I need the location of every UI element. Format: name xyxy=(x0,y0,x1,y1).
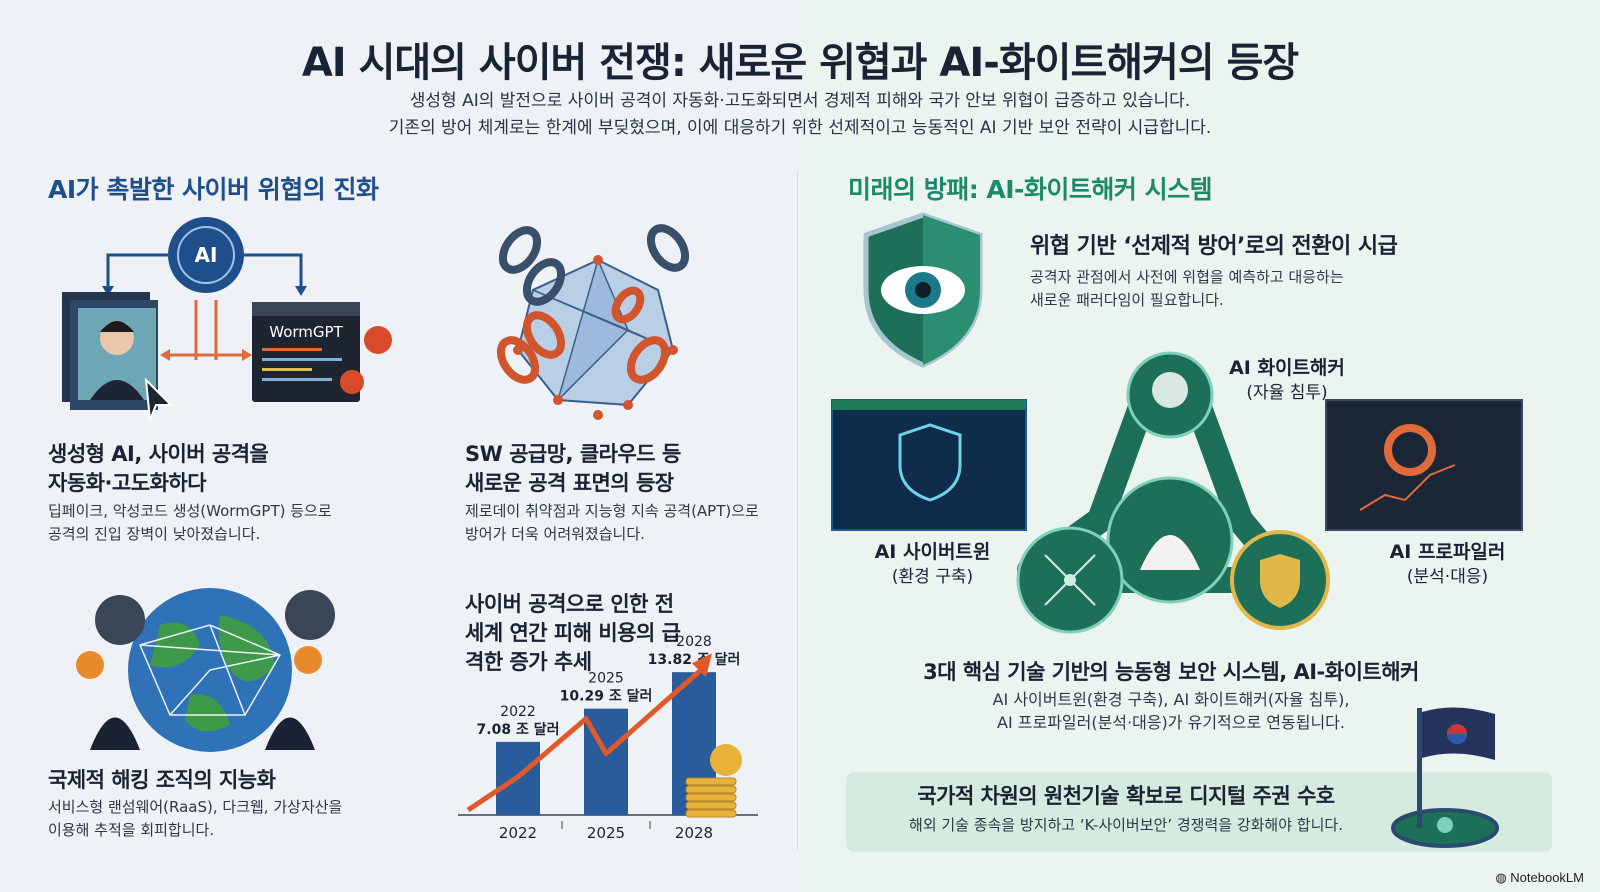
coin-stack-icon xyxy=(685,777,737,786)
cyber-twin-screen xyxy=(831,399,1027,531)
page-subtitle: 생성형 AI의 발전으로 사이버 공격이 자동화·고도화되면서 경제적 피해와 … xyxy=(0,88,1600,142)
hacker-icon xyxy=(90,717,140,750)
shield-lock-icon xyxy=(1260,554,1300,608)
block2-title-line-2: 새로운 공격 표면의 등장 xyxy=(465,471,674,495)
chart-data-label-2028: 13.82 조 달러 xyxy=(648,652,741,668)
section-divider xyxy=(797,170,798,850)
block1-title-line-2: 자동화·고도화하다 xyxy=(48,471,207,495)
chart-title: 사이버 공격으로 인한 전 세계 연간 피해 비용의 급격한 증가 추세 xyxy=(465,592,681,674)
whitehacker-label-sub: (자율 침투) xyxy=(1246,383,1328,403)
subtitle-line-1: 생성형 AI의 발전으로 사이버 공격이 자동화·고도화되면서 경제적 피해와 … xyxy=(409,91,1191,111)
ai-whitehacker-system-diagram xyxy=(831,351,1523,634)
coin-stack-icon xyxy=(685,785,737,794)
shield-desc-line-1: 공격자 관점에서 사전에 위협을 예측하고 대응하는 xyxy=(1030,268,1344,286)
left-section-heading: AI가 촉발한 사이버 위협의 진화 xyxy=(48,175,379,204)
virus-icon xyxy=(364,326,392,354)
block2-desc-line-1: 제로데이 취약점과 지능형 지속 공격(APT)으로 xyxy=(465,502,759,520)
global-hacker-network-illustration xyxy=(76,588,335,752)
coin-stack-icon xyxy=(685,793,737,802)
notebooklm-icon: ◍ xyxy=(1495,870,1511,885)
shield-desc-line-2: 새로운 패러다임이 필요합니다. xyxy=(1030,291,1224,309)
profiler-label: AI 프로파일러 (분석·대응) xyxy=(1365,540,1530,590)
block1-desc-line-1: 딥페이크, 악성코드 생성(WormGPT) 등으로 xyxy=(48,502,332,520)
korea-flag-icon xyxy=(1391,707,1499,848)
whitehacker-label: AI 화이트해커 (자율 침투) xyxy=(1222,356,1352,406)
chart-year-label-2028: 2028 xyxy=(676,634,712,650)
chart-tick-2025: 2025 xyxy=(587,824,625,842)
broken-chain-icon xyxy=(496,224,690,420)
sovereignty-description: 해외 기술 종속을 방지하고 ‘K-사이버보안’ 경쟁력을 강화해야 합니다. xyxy=(909,816,1343,834)
hacker-avatar-icon xyxy=(95,595,145,645)
block2-description: 제로데이 취약점과 지능형 지속 공격(APT)으로 방어가 더욱 어려워졌습니… xyxy=(465,500,759,546)
page-title: AI 시대의 사이버 전쟁: 새로운 위협과 AI-화이트해커의 등장 xyxy=(301,40,1299,86)
chart-data-label-2022: 7.08 조 달러 xyxy=(477,722,560,738)
bitcoin-icon xyxy=(76,651,104,679)
chart-tick-2028: 2028 xyxy=(675,824,713,842)
block1-title-line-1: 생성형 AI, 사이버 공격을 xyxy=(48,442,269,466)
cybertwin-label: AI 사이버트윈 (환경 구축) xyxy=(850,540,1015,590)
brand-text: NotebookLM xyxy=(1510,870,1584,885)
system-desc-line-1: AI 사이버트윈(환경 구축), AI 화이트해커(자율 침투), xyxy=(992,690,1350,709)
block1-desc-line-2: 공격의 진입 장벽이 낮아졌습니다. xyxy=(48,525,261,543)
chart-year-label-2025: 2025 xyxy=(588,671,624,687)
shield-description: 공격자 관점에서 사전에 위협을 예측하고 대응하는 새로운 패러다임이 필요합… xyxy=(1030,266,1344,312)
whitehacker-label-text: AI 화이트해커 xyxy=(1229,357,1345,379)
chart-trend-arrow xyxy=(466,665,706,813)
system-title: 3대 핵심 기술 기반의 능동형 보안 시스템, AI-화이트해커 xyxy=(923,660,1419,684)
eye-shield-icon xyxy=(863,212,983,368)
hacker-avatar-icon xyxy=(285,590,335,640)
chart-trend-arrowhead xyxy=(692,653,712,678)
right-section-heading: 미래의 방패: AI-화이트해커 시스템 xyxy=(848,175,1213,204)
coin-stack-icon xyxy=(685,801,737,810)
block1-title: 생성형 AI, 사이버 공격을 자동화·고도화하다 xyxy=(48,440,269,498)
block2-title-line-1: SW 공급망, 클라우드 등 xyxy=(465,442,681,466)
block2-title: SW 공급망, 클라우드 등 새로운 공격 표면의 등장 xyxy=(465,440,681,498)
damage-cost-chart: 2022 2022 7.08 조 달러 2025 2025 10.29 조 달러 2028 2… xyxy=(458,634,758,842)
network-node-icon xyxy=(1044,554,1096,606)
system-desc-line-2: AI 프로파일러(분석·대응)가 유기적으로 연동됩니다. xyxy=(997,713,1345,732)
shield-title: 위협 기반 ‘선제적 방어’로의 전환이 시급 xyxy=(1030,234,1398,259)
hooded-hacker-icon xyxy=(1140,535,1200,570)
subtitle-line-2: 기존의 방어 체계로는 한계에 부딪혔으며, 이에 대응하기 위한 선제적이고 … xyxy=(388,118,1212,138)
block3-desc-line-2: 이용해 추적을 회피합니다. xyxy=(48,821,215,839)
dollar-coin-icon xyxy=(710,744,742,776)
cybertwin-label-sub: (환경 구축) xyxy=(891,567,974,587)
block3-description: 서비스형 랜섬웨어(RaaS), 다크웹, 가상자산을 이용해 추적을 회피합니… xyxy=(48,796,342,842)
block3-title: 국제적 해킹 조직의 지능화 xyxy=(48,768,276,792)
block2-desc-line-2: 방어가 더욱 어려워졌습니다. xyxy=(465,525,645,543)
notebooklm-brand: ◍ NotebookLM xyxy=(1495,870,1584,886)
bitcoin-icon xyxy=(294,646,322,674)
chart-year-label-2022: 2022 xyxy=(500,704,536,720)
virus-icon-small xyxy=(340,370,364,394)
cybertwin-label-text: AI 사이버트윈 xyxy=(874,541,991,563)
system-description: AI 사이버트윈(환경 구축), AI 화이트해커(자율 침투), AI 프로파… xyxy=(846,688,1496,734)
chart-tick-2022: 2022 xyxy=(499,824,537,842)
whitehacker-icon xyxy=(1152,372,1188,408)
generative-ai-illustration: AI WormGPT xyxy=(62,217,392,421)
shield-icon xyxy=(898,423,962,502)
ai-brain-icon: AI xyxy=(195,243,218,267)
hacker-icon xyxy=(265,717,315,750)
chart-data-label-2025: 10.29 조 달러 xyxy=(560,689,653,705)
sovereignty-title: 국가적 차원의 원천기술 확보로 디지털 주권 수호 xyxy=(917,784,1335,808)
coin-stack-icon xyxy=(685,809,737,818)
profiler-label-text: AI 프로파일러 xyxy=(1389,541,1506,563)
block3-desc-line-1: 서비스형 랜섬웨어(RaaS), 다크웹, 가상자산을 xyxy=(48,798,343,816)
lock-icon xyxy=(1437,817,1453,833)
profiler-label-sub: (분석·대응) xyxy=(1406,567,1489,587)
block1-description: 딥페이크, 악성코드 생성(WormGPT) 등으로 공격의 진입 장벽이 낮아… xyxy=(48,500,332,546)
wormgpt-label: WormGPT xyxy=(269,323,343,341)
